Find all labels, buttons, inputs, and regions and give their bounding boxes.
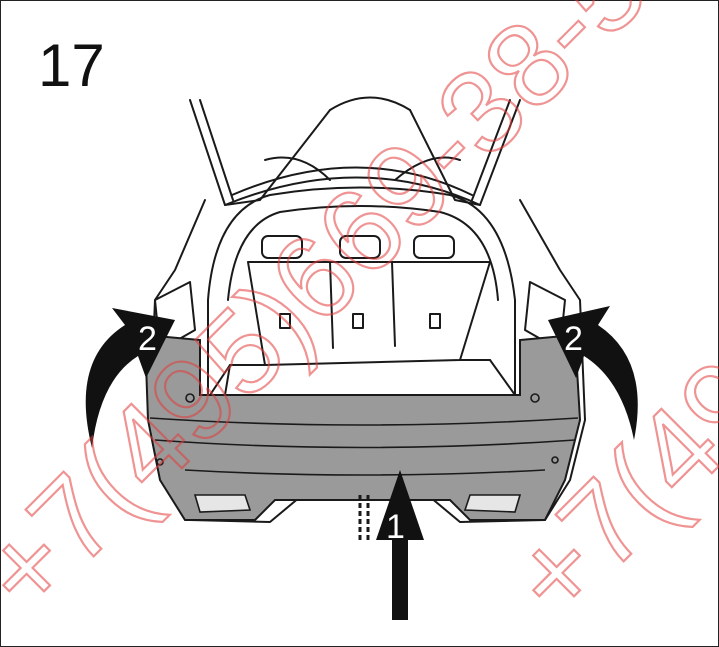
trunk-opening	[207, 186, 516, 396]
callout-arrow-2-left: 2	[85, 308, 175, 448]
right-parking-sensor	[530, 393, 540, 403]
tow-eye	[358, 495, 370, 540]
callout-2-right-label: 2	[564, 320, 583, 358]
callout-arrow-2-right: 2	[548, 306, 638, 440]
callout-1-label: 1	[386, 508, 405, 546]
callout-2-left-label: 2	[138, 320, 157, 358]
rear-seat-backs	[247, 235, 491, 366]
right-exhaust-tip	[463, 494, 522, 513]
callout-arrow-1: 1	[376, 470, 424, 620]
open-tailgate	[189, 96, 521, 206]
left-parking-sensor	[185, 393, 195, 403]
step-number: 17	[38, 32, 105, 99]
left-exhaust-tip	[193, 494, 252, 513]
